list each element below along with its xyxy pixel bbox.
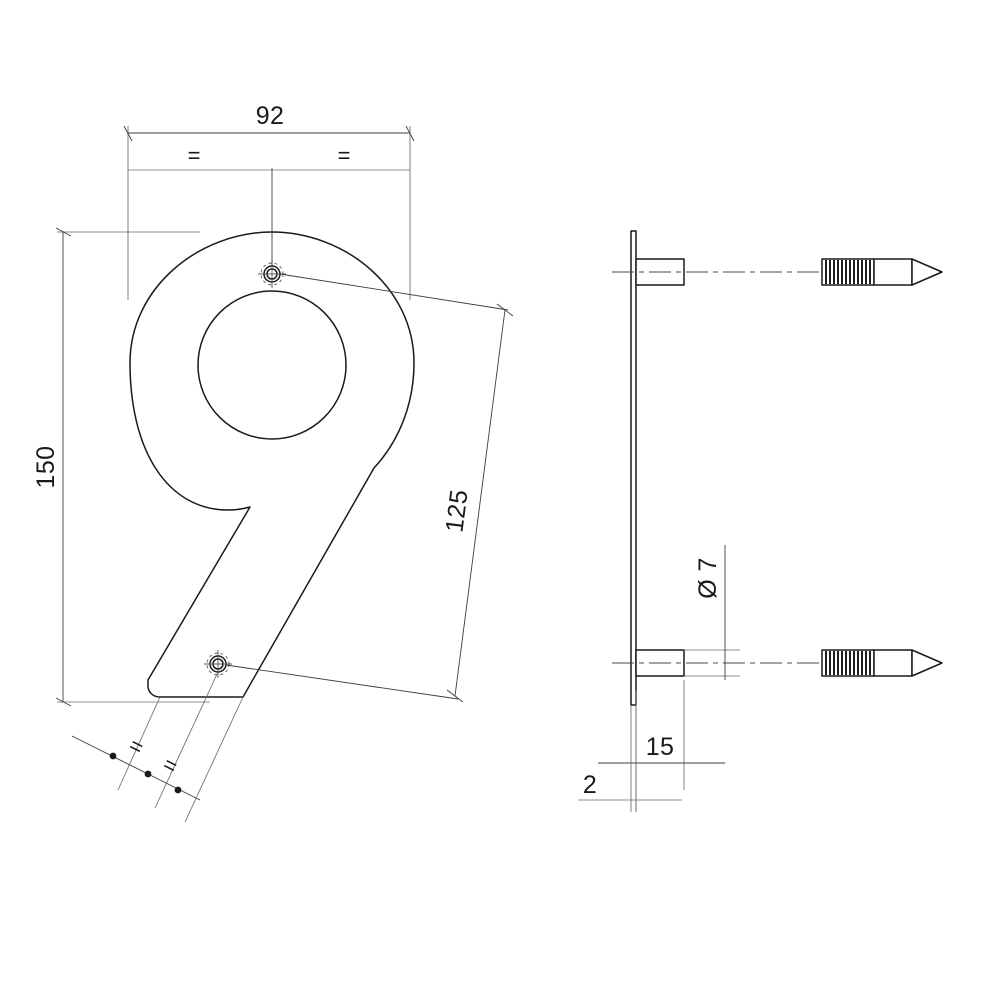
bottom-sym-ext-2 [154,671,219,809]
bottom-sym-ext-1 [117,696,161,791]
boss-len-label: 15 [646,733,675,761]
dimension-stud-diameter: Ø 7 [684,545,740,680]
pin-bottom-point [911,649,943,677]
dimension-diagonal-125: 125 [225,273,514,703]
diagonal-leader-upper [279,273,509,311]
side-view-plate [630,230,637,706]
numeral-9-inner-hole [197,290,347,440]
diagonal-tick-bottom [446,689,464,703]
pin-top-thread-hatching [825,260,871,284]
bottom-sym-tick-1 [109,752,117,760]
stud-dia-label: Ø 7 [694,557,722,599]
diagonal-tick-top [496,303,514,317]
pin-bottom-thread-hatching [825,651,871,675]
dimension-width-92: 92 = = [123,102,415,300]
symmetry-marker-top-left: = [188,143,201,168]
pin-detail-top [821,258,943,286]
screw-hole-lower [204,650,232,678]
dimension-height-150: 150 [32,227,210,707]
width-dim-label: 92 [256,102,285,130]
symmetry-marker-bottom-upper: = [125,732,148,760]
symmetry-marker-bottom-lower: = [159,751,182,779]
bottom-sym-tick-3 [174,786,182,794]
numeral-9-outline [129,231,415,698]
symmetry-marker-top-right: = [338,143,351,168]
side-view [612,230,820,706]
plate-thk-label: 2 [583,771,597,799]
dimension-bottom-symmetry: = = [71,671,244,823]
pin-bottom-shank [873,649,913,677]
bottom-sym-ext-3 [184,696,244,823]
front-view [129,168,415,698]
diagonal-dim-label: 125 [440,488,473,534]
dimension-boss-length-15: 15 [598,680,725,812]
pin-detail-bottom [821,649,943,677]
diagonal-dim-line [454,309,506,697]
bottom-sym-tick-2 [144,770,152,778]
height-tick-bottom [55,697,72,707]
dimension-plate-thickness-2: 2 [578,705,682,812]
width-tick-right [405,125,415,142]
pin-top-shank [873,258,913,286]
diagonal-leader-lower [225,664,459,700]
height-tick-top [55,227,72,237]
width-tick-left [123,125,133,142]
pin-top-point [911,258,943,286]
height-dim-label: 150 [32,446,60,489]
